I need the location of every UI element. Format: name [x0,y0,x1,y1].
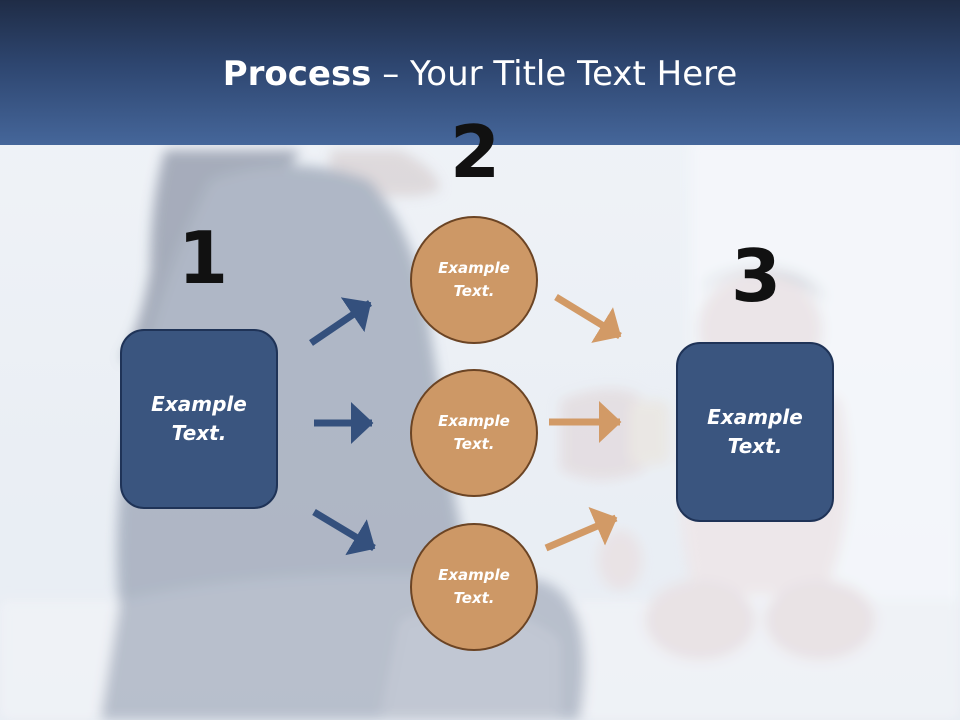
title-rest: – Your Title Text Here [371,54,738,94]
circle-bottom-text-line1: Example [438,566,510,584]
step-2-circle-top: Example Text. [410,216,538,344]
circle-bottom-text-line2: Text. [453,589,495,607]
arrow-orange-up [544,506,618,552]
step-1-text-line1: Example [151,392,247,416]
step-1-text-line2: Text. [171,421,227,445]
step-1-box: Example Text. [120,329,278,509]
arrow-orange-down [554,294,622,344]
step-2-circle-middle: Example Text. [410,369,538,497]
circle-top-text-line1: Example [438,259,510,277]
circle-middle-text-line1: Example [438,412,510,430]
step-3-text-line2: Text. [727,434,783,458]
title-bar: Process – Your Title Text Here [0,0,960,145]
arrow-blue-up [309,297,372,346]
circle-middle-text-line2: Text. [453,435,495,453]
step-2-circle-bottom: Example Text. [410,523,538,651]
step-3-text-line1: Example [707,405,803,429]
step-number-1: 1 [178,216,229,300]
circle-top-text-line2: Text. [453,282,495,300]
step-number-3: 3 [731,234,782,318]
title-bold: Process [222,54,372,94]
step-number-2: 2 [450,110,501,194]
arrow-blue-down [312,508,376,556]
slide-title: Process – Your Title Text Here [0,52,960,96]
step-3-box: Example Text. [676,342,834,522]
